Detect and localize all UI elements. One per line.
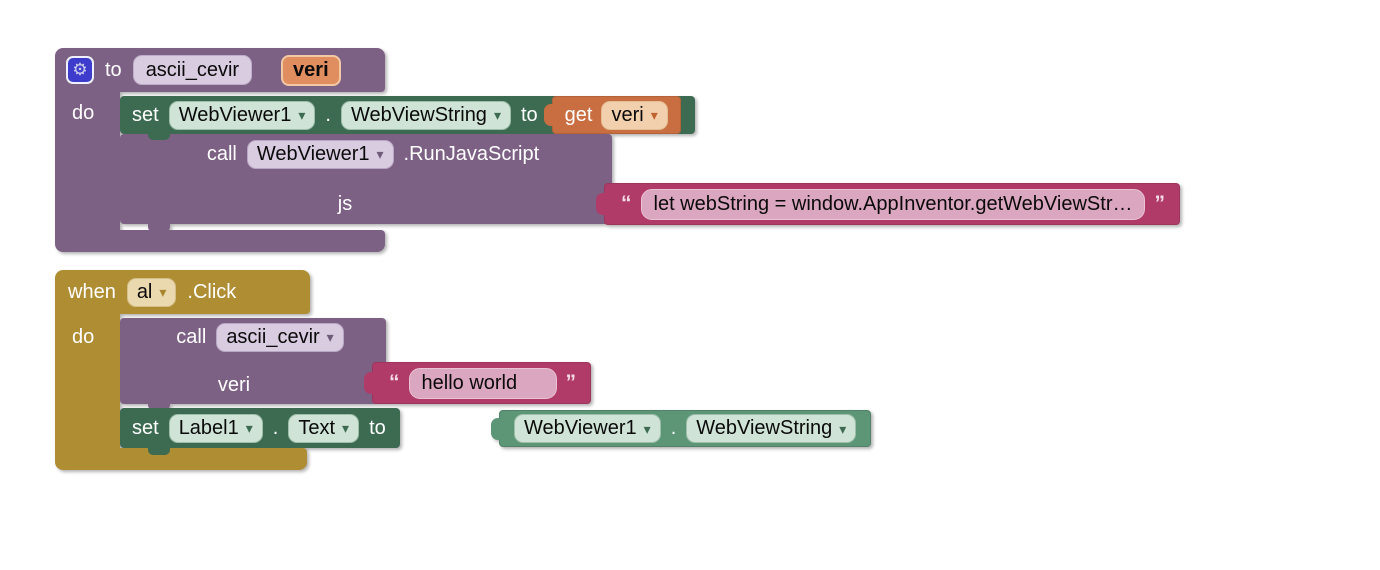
hello-world-string-block[interactable]: “ hello world ” [364, 362, 591, 404]
to-label: to [105, 58, 122, 81]
webviewstring-dropdown[interactable]: WebViewString ▾ [340, 100, 511, 130]
dot-separator: . [272, 416, 279, 439]
veri-arg-label: veri [217, 373, 251, 396]
dropdown-value: WebViewString [696, 417, 833, 439]
dropdown-value: Text [298, 416, 336, 439]
procedure-do-clamp[interactable] [55, 92, 120, 230]
when-do-clamp[interactable] [55, 314, 120, 448]
connector-plug [543, 104, 557, 126]
get-veri-block[interactable]: get veri ▾ [543, 96, 681, 134]
dropdown-value: al [136, 280, 153, 303]
event-label: .Click [187, 280, 237, 303]
when-bottom-bar[interactable] [55, 448, 307, 470]
procedure-name-field[interactable]: ascii_cevir [132, 55, 253, 85]
label1-dropdown[interactable]: Label1 ▾ [168, 413, 263, 443]
open-quote: “ [389, 371, 400, 394]
procedure-definition-block[interactable]: ⚙ to ascii_cevir veri do set WebViewer1 … [55, 48, 1325, 252]
dropdown-value: WebViewer1 [256, 142, 370, 165]
dropdown-value: ascii_cevir [226, 325, 320, 348]
dropdown-arrow-icon: ▾ [326, 329, 334, 345]
set-label: set [132, 416, 159, 439]
dropdown-arrow-icon: ▾ [839, 420, 847, 437]
dropdown-arrow-icon: ▾ [650, 107, 658, 123]
webviewer-dropdown[interactable]: WebViewer1 ▾ [168, 100, 316, 130]
js-string-block[interactable]: “ let webString = window.AppInventor.get… [596, 183, 1180, 225]
to-label: to [520, 103, 538, 126]
text-property-dropdown[interactable]: Text ▾ [288, 413, 360, 443]
dropdown-arrow-icon: ▾ [298, 107, 306, 123]
connector-tab [148, 447, 170, 455]
call-label: call [176, 325, 207, 348]
dropdown-value: WebViewer1 [178, 103, 292, 126]
gear-icon[interactable]: ⚙ [66, 56, 94, 84]
when-label: when [68, 280, 116, 303]
dropdown-arrow-icon: ▾ [493, 107, 501, 123]
dropdown-value: Label1 [178, 416, 239, 439]
set-label1-text-block[interactable]: set Label1 ▾ . Text ▾ to [120, 408, 400, 448]
procedure-header[interactable]: ⚙ to ascii_cevir veri [55, 48, 385, 92]
connector-tab [148, 402, 170, 410]
close-quote: ” [1154, 192, 1165, 215]
call-label: call [206, 142, 237, 165]
dot-separator: . [670, 417, 677, 439]
get-label: get [564, 103, 593, 126]
to-label: to [369, 416, 386, 439]
dropdown-arrow-icon: ▾ [159, 284, 167, 300]
js-string-field[interactable]: let webString = window.AppInventor.getWe… [640, 188, 1146, 220]
dropdown-arrow-icon: ▾ [245, 420, 253, 436]
veri-dropdown[interactable]: veri ▾ [601, 100, 668, 130]
hello-world-field[interactable]: hello world [408, 367, 557, 399]
webviewstring-dropdown[interactable]: WebViewString ▾ [686, 414, 857, 443]
webviewer-dropdown[interactable]: WebViewer1 ▾ [514, 414, 661, 443]
procedure-bottom-bar[interactable] [55, 230, 385, 252]
dropdown-value: WebViewer1 [524, 417, 637, 439]
dropdown-value: WebViewString [350, 103, 487, 126]
dropdown-arrow-icon: ▾ [643, 420, 651, 437]
set-webviewstring-block[interactable]: set WebViewer1 ▾ . WebViewString ▾ to ge… [120, 96, 695, 134]
connector-plug [491, 417, 504, 440]
close-quote: ” [565, 371, 577, 394]
webviewer-dropdown[interactable]: WebViewer1 ▾ [246, 139, 394, 169]
when-click-event-block[interactable]: when al ▾ .Click do call ascii_cevir ▾ v… [55, 270, 965, 470]
method-label: .RunJavaScript [403, 142, 540, 165]
connector-plug [364, 372, 377, 394]
param-chip-veri[interactable]: veri [281, 54, 341, 86]
ascii-cevir-dropdown[interactable]: ascii_cevir ▾ [216, 322, 344, 352]
when-header[interactable]: when al ▾ .Click [55, 270, 310, 314]
connector-tab [148, 132, 170, 140]
open-quote: “ [621, 192, 632, 215]
connector-plug [596, 193, 609, 215]
dropdown-arrow-icon: ▾ [342, 420, 350, 436]
gear-glyph: ⚙ [72, 60, 88, 79]
js-arg-label: js [337, 192, 353, 215]
connector-tab [148, 224, 170, 232]
set-label: set [132, 103, 159, 126]
do-label: do [72, 326, 95, 348]
call-runjavascript-block[interactable]: call WebViewer1 ▾ .RunJavaScript js [120, 134, 612, 224]
dot-separator: . [325, 103, 331, 126]
do-label: do [72, 102, 95, 124]
dropdown-arrow-icon: ▾ [376, 146, 384, 162]
dropdown-value: veri [611, 103, 644, 126]
call-ascii-cevir-block[interactable]: call ascii_cevir ▾ veri [120, 318, 386, 404]
al-component-dropdown[interactable]: al ▾ [126, 277, 177, 307]
webviewstring-getter-block[interactable]: WebViewer1 ▾ . WebViewString ▾ [491, 410, 872, 447]
